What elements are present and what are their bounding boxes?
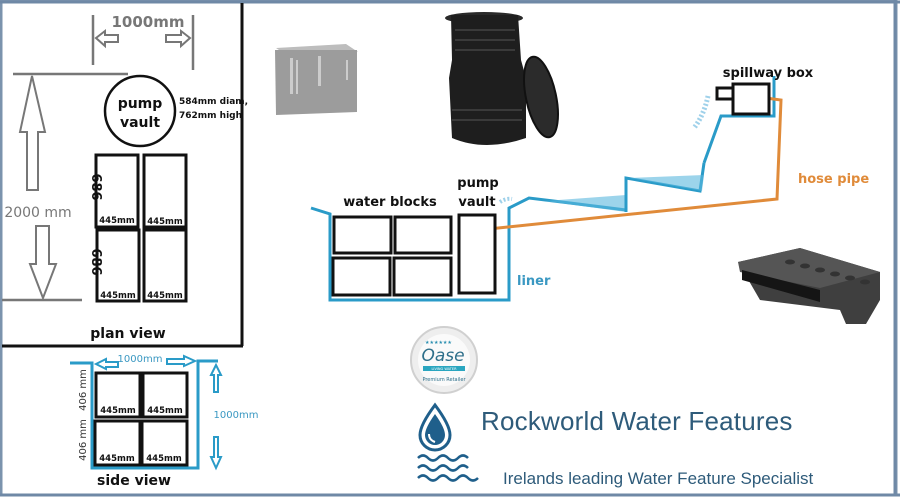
side-block <box>94 371 142 419</box>
side-liner <box>70 354 223 471</box>
up-arrow-icon <box>209 362 223 393</box>
side-blocks <box>93 371 189 467</box>
pool-water <box>545 195 626 212</box>
section-pump-label-1: pump <box>457 176 498 191</box>
waterfall-splash <box>691 95 711 130</box>
company-name: Rockworld Water Features <box>481 406 793 436</box>
side-block <box>140 419 189 467</box>
side-block <box>141 371 189 419</box>
right-arrow-icon <box>165 28 192 49</box>
waves-icon <box>417 454 479 482</box>
water-block-image <box>275 44 358 115</box>
down-arrow-icon <box>28 225 58 301</box>
left-arrow-icon <box>93 357 119 371</box>
side-row-height-top: 406 mm <box>78 369 89 411</box>
plan-block-width: 445mm <box>99 216 135 226</box>
plan-block-height-bottom: 686 <box>88 248 103 275</box>
water-drop-logo-icon <box>417 402 479 482</box>
section-diagram: water blocks pump vault liner hose pipe … <box>310 66 869 302</box>
plan-pump-label-1: pump <box>118 96 163 112</box>
side-block-width: 445mm <box>99 454 135 464</box>
plan-height-dimension <box>2 72 128 302</box>
side-row-height-bottom: 406 mm <box>78 419 89 461</box>
plan-block <box>142 228 188 303</box>
plan-block-width: 445mm <box>147 291 183 301</box>
plan-height-label: 2000 mm <box>4 205 71 221</box>
side-block-width: 445mm <box>146 454 182 464</box>
plan-blocks <box>94 153 188 303</box>
spillway-box-label: spillway box <box>723 66 814 81</box>
section-block <box>392 256 453 297</box>
down-arrow-icon <box>209 436 223 471</box>
liner-label: liner <box>517 274 551 289</box>
plan-pump-spec-2: 762mm high <box>179 111 242 121</box>
section-block <box>332 215 393 255</box>
side-block-width: 445mm <box>100 406 136 416</box>
pump-vault-image <box>445 12 559 145</box>
side-view-title: side view <box>97 473 171 489</box>
spillway-box <box>715 82 771 116</box>
side-depth-label: 1000mm <box>214 410 259 421</box>
plan-view-panel: 1000mm 2000 mm pump vault 584mm diam, 76… <box>2 3 248 348</box>
oase-badge-name: Oase <box>421 346 464 366</box>
plan-block-width: 445mm <box>100 291 136 301</box>
section-block <box>393 215 453 255</box>
plan-width-dimension <box>91 15 195 70</box>
plan-block <box>94 153 140 229</box>
side-width-label: 1000mm <box>118 354 163 365</box>
plan-block <box>95 228 141 303</box>
section-pump-vault <box>457 213 497 295</box>
plan-pump-vault-circle <box>103 74 177 148</box>
plan-pump-spec-1: 584mm diam, <box>179 97 248 107</box>
plan-block-width: 445mm <box>147 217 183 227</box>
right-arrow-icon <box>166 354 198 368</box>
plan-width-label: 1000mm <box>111 13 184 31</box>
hose-pipe-label: hose pipe <box>798 172 869 187</box>
side-view-panel: 1000mm 1000mm 445mm 445mm 445mm 445mm 40… <box>70 354 258 489</box>
oase-badge-tag: Premium Retailer <box>422 377 466 383</box>
water-blocks-label: water blocks <box>343 195 437 210</box>
spillway-image <box>738 248 880 324</box>
plan-view-title: plan view <box>90 326 166 342</box>
up-arrow-icon <box>18 75 47 191</box>
liner-step-2 <box>702 76 776 164</box>
side-block <box>93 419 142 467</box>
plan-pump-label-2: vault <box>120 115 160 131</box>
star-icon: ★★★★★★ <box>425 340 452 346</box>
oase-badge-sub: LIVING WATER <box>431 367 457 371</box>
section-block <box>331 256 392 297</box>
side-block-width: 445mm <box>147 406 183 416</box>
left-arrow-icon <box>94 28 119 49</box>
plan-block-height-top: 686 <box>88 173 103 200</box>
inlet-splash <box>498 196 513 204</box>
plan-block <box>142 153 188 229</box>
oase-badge: ★★★★★★ Oase LIVING WATER Premium Retaile… <box>410 326 478 394</box>
section-pump-label-2: vault <box>458 195 495 210</box>
company-tagline: Irelands leading Water Feature Specialis… <box>503 469 814 488</box>
pool-water <box>630 175 704 191</box>
